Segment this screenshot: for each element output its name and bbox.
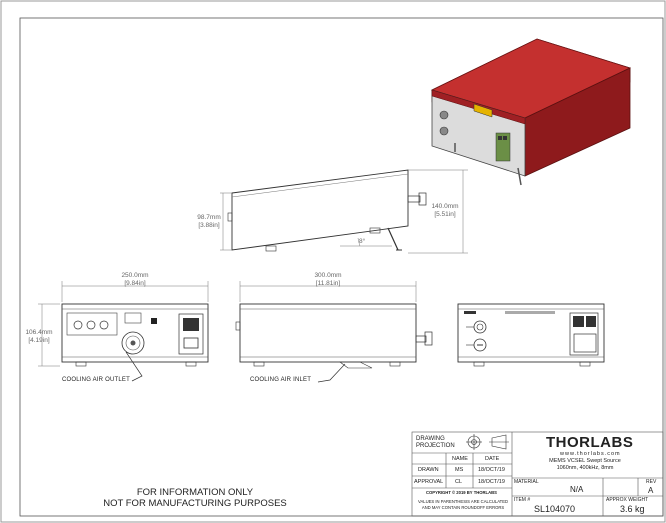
drawn-label: DRAWN — [418, 467, 439, 473]
tolerance-note: VALUES IN PARENTHESIS ARE CALCULATED AND… — [418, 499, 509, 510]
projection-label: DRAWING PROJECTION — [416, 436, 455, 449]
rev-label: REV — [646, 479, 657, 485]
dim-depth-side-label: 300.0mm [11.81in] — [314, 272, 342, 287]
side-leg — [339, 361, 373, 369]
copyright: COPYRIGHT © 2019 BY THORLABS — [426, 490, 497, 495]
approval-date: 18/OCT/19 — [478, 479, 505, 485]
isometric-view — [430, 38, 632, 186]
side-view-tilted — [220, 169, 468, 254]
material-label: MATERIAL — [514, 479, 539, 485]
sheet-inner-border — [19, 17, 664, 517]
dim-height-side-label: 98.7mm [3.88in] — [197, 214, 221, 229]
col-name-header: NAME — [452, 456, 468, 462]
item-value: SL104070 — [534, 504, 576, 514]
cooling-fan — [121, 331, 145, 355]
thorlabs-logo: THORLABS — [546, 434, 634, 451]
front-connector — [439, 110, 449, 120]
weight-label: APPROX WEIGHT — [606, 497, 649, 503]
angle-arc — [357, 237, 361, 247]
website: www.thorlabs.com — [560, 451, 621, 457]
dim-height-rear-label: 140.0mm [5.51in] — [431, 203, 459, 218]
projection-symbol — [466, 434, 509, 450]
product-description: MEMS VCSEL Swept Source 1060nm, 400kHz, … — [549, 458, 621, 471]
power-inlet — [178, 313, 204, 355]
angle-label: 8° — [359, 238, 366, 245]
cooling-air-inlet-label: COOLING AIR INLET — [250, 377, 312, 383]
key-tilted — [418, 192, 427, 206]
cooling-air-outlet-label: COOLING AIR OUTLET — [62, 377, 130, 383]
rear-view — [457, 303, 605, 367]
side-housing-tilted — [231, 169, 409, 251]
dim-height-front-label: 106.4mm [4.19in] — [25, 329, 53, 344]
weight-value: 3.6 kg — [620, 504, 645, 514]
rev-value: A — [648, 486, 654, 495]
rear-indicator-panel — [569, 312, 599, 356]
front-key-switch — [439, 126, 449, 136]
warning-label — [473, 103, 493, 118]
title-block — [411, 431, 664, 517]
drawn-date: 18/OCT/19 — [478, 467, 505, 473]
information-notice: FOR INFORMATION ONLY NOT FOR MANUFACTURI… — [103, 487, 287, 509]
key-side — [424, 331, 433, 346]
support-leg — [517, 167, 522, 186]
dim-width-front-label: 250.0mm [9.84in] — [121, 272, 149, 287]
tilt-leg — [387, 227, 399, 251]
material-value: N/A — [570, 485, 584, 494]
item-label: ITEM # — [514, 497, 531, 503]
inlet-leader — [317, 363, 346, 383]
front-view — [38, 281, 209, 382]
outlet-leader — [125, 351, 143, 382]
drawn-name: MS — [455, 467, 464, 473]
approval-label: APPROVAL — [414, 479, 444, 485]
approval-name: CL — [455, 479, 463, 485]
col-date-header: DATE — [485, 456, 500, 462]
side-housing — [239, 303, 417, 363]
side-view — [235, 281, 433, 383]
